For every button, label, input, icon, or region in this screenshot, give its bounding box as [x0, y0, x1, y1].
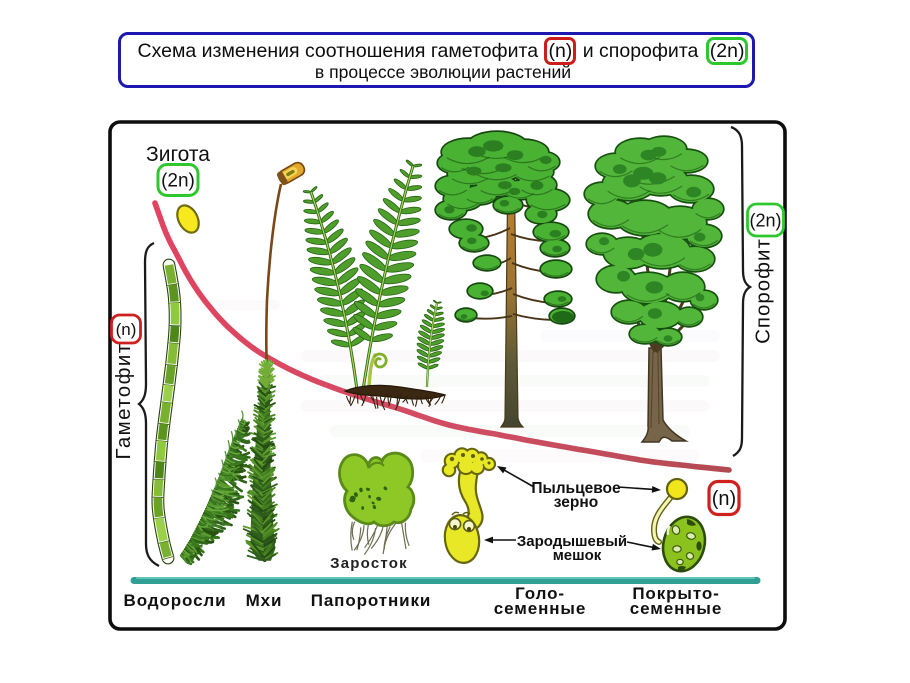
svg-text:Мхи: Мхи	[246, 591, 283, 610]
svg-text:Папоротники: Папоротники	[311, 591, 432, 610]
svg-text:Зародышевый: Зародышевый	[517, 533, 627, 550]
svg-text:семенные: семенные	[494, 599, 586, 618]
svg-text:Водоросли: Водоросли	[124, 591, 227, 610]
svg-text:Спорофит: Спорофит	[752, 238, 775, 344]
svg-text:(2n): (2n)	[161, 171, 195, 192]
svg-text:(n): (n)	[116, 320, 137, 339]
svg-text:Покрыто-: Покрыто-	[632, 584, 719, 603]
svg-text:Пыльцевое: Пыльцевое	[531, 480, 621, 497]
svg-text:(2n): (2n)	[749, 210, 781, 230]
svg-text:семенные: семенные	[630, 599, 722, 618]
svg-text:Гаметофит: Гаметофит	[112, 342, 135, 459]
svg-text:Зигота: Зигота	[146, 143, 210, 166]
svg-text:мешок: мешок	[553, 547, 602, 564]
svg-text:Голо-: Голо-	[515, 584, 565, 603]
svg-text:зерно: зерно	[554, 494, 598, 511]
svg-text:Заросток: Заросток	[330, 555, 408, 572]
svg-text:(n): (n)	[712, 488, 736, 510]
